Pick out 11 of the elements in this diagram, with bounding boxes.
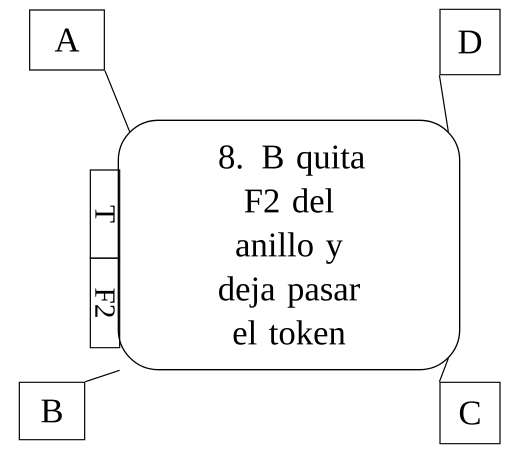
frame-box: T [90,169,120,259]
connector-line [438,358,449,382]
station-box: D [439,8,501,76]
station-box: C [439,382,501,444]
connector-line [85,370,120,382]
connector-line [438,75,449,132]
connector-line [104,70,130,132]
frame-box: F2 [90,258,120,348]
station-box: B [18,382,86,440]
ring-box: 8. B quita F2 del anillo y deja pasar el token [118,120,460,370]
station-box: A [29,9,105,71]
